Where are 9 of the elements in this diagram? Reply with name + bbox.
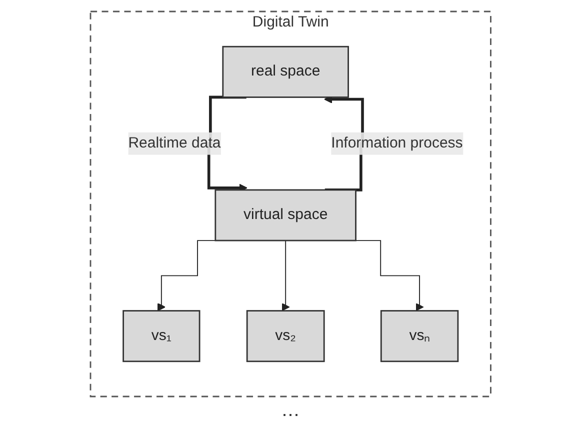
node-box: vsₙ <box>380 310 459 362</box>
node-box: virtual space <box>214 189 356 242</box>
node-box: vs₁ <box>122 310 200 362</box>
node-box: real space <box>222 46 349 98</box>
node-box: vs₂ <box>246 310 325 362</box>
edge-label: Realtime data <box>128 135 221 152</box>
edge-label: Information process <box>331 135 463 152</box>
arrow <box>281 240 290 312</box>
ellipsis-text: ⋯ <box>282 405 300 425</box>
